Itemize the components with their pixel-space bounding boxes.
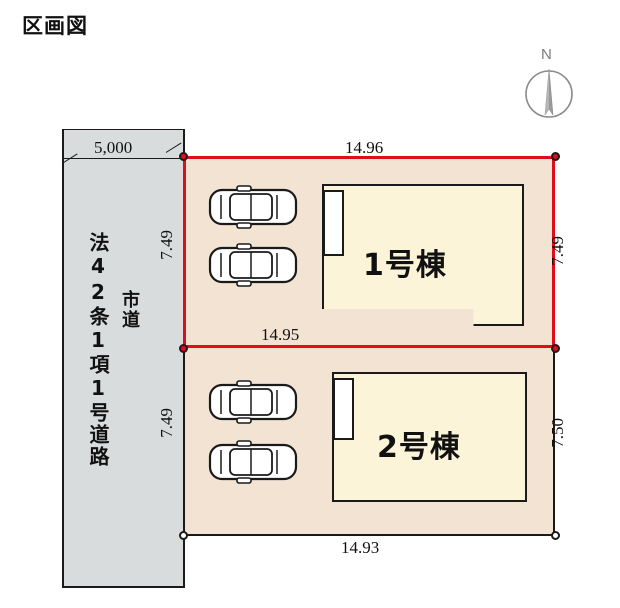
dimension-plot1-right: 7.49	[548, 236, 567, 266]
plot-corner-marker	[179, 344, 188, 353]
road-width-dimension-label: 5,000	[94, 138, 133, 157]
plot-corner-marker	[179, 531, 188, 540]
dimension-plot2-bottom: 14.93	[341, 538, 380, 557]
car-icon	[208, 380, 298, 424]
plot-corner-marker	[551, 531, 560, 540]
building-label-1: 1号棟	[363, 248, 447, 283]
road-bottom-edge	[62, 586, 185, 588]
north-compass-icon	[525, 68, 573, 118]
car-icon	[208, 243, 298, 287]
page-title: 区画図	[22, 14, 88, 38]
road-area	[62, 130, 185, 588]
road-classification-label: 法42条1項1号道路	[86, 232, 110, 468]
plot-corner-marker	[551, 152, 560, 161]
dimension-plot1-bottom: 14.95	[261, 325, 300, 344]
building-footprint-1	[322, 184, 524, 326]
building-footprint-2	[332, 372, 527, 502]
car-icon	[208, 440, 298, 484]
entrance-porch-2	[333, 378, 354, 440]
road-type-label: 市道	[119, 290, 140, 330]
entrance-porch-1	[323, 190, 344, 256]
dimension-plot1-left: 7.49	[157, 230, 176, 260]
dimension-plot1-top: 14.96	[345, 138, 384, 157]
compass-north-label: N	[541, 46, 552, 63]
road-width-dimension-line	[64, 158, 184, 159]
plot-corner-marker	[551, 344, 560, 353]
building-label-2: 2号棟	[377, 430, 461, 465]
dimension-plot2-right: 7.50	[548, 418, 567, 448]
car-icon	[208, 185, 298, 229]
plot-corner-marker	[179, 152, 188, 161]
dimension-plot2-left: 7.49	[157, 408, 176, 438]
